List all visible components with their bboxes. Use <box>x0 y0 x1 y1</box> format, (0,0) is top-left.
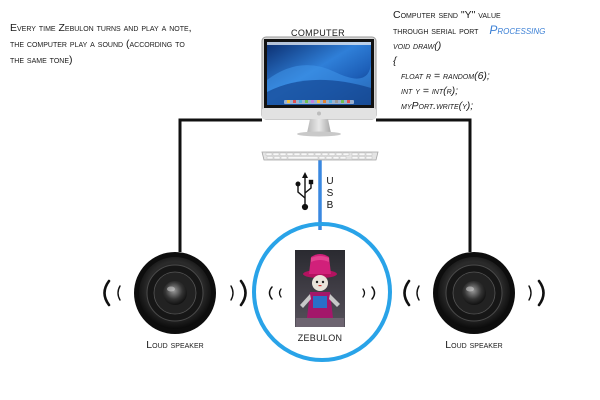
usb-icon <box>295 172 314 211</box>
right-speaker-icon <box>433 252 515 334</box>
left-speaker-sound-waves-icon <box>103 279 247 307</box>
computer-icon <box>261 36 377 137</box>
zebulon-ring <box>252 222 392 362</box>
code-line: void draw() <box>393 40 442 52</box>
zebulon-sound-waves-icon <box>268 286 376 300</box>
code-line: { <box>393 55 397 67</box>
svg-text:S: S <box>327 188 334 199</box>
caption-line: the computer play a sound (according to <box>10 38 185 50</box>
right-speaker-sound-waves-icon <box>403 279 545 307</box>
svg-text:U: U <box>326 176 333 187</box>
wire-right <box>376 118 472 252</box>
keyboard-icon <box>261 151 379 161</box>
code-line: int y = int(r); <box>401 85 459 97</box>
computer-label: COMPUTER <box>291 28 345 38</box>
caption-line: the same tone) <box>10 54 73 66</box>
caption-line: Every time Zebulon turns and play a note… <box>10 22 192 34</box>
zebulon-photo <box>295 250 345 327</box>
left-speaker-label: Loud speaker <box>146 339 204 351</box>
code-intro-line-2: through serial port Processing <box>393 23 598 39</box>
svg-text:B: B <box>327 200 334 211</box>
processing-language-label: Processing <box>489 23 546 37</box>
code-intro-text: through serial port <box>393 25 479 37</box>
zebulon-label: ZEBULON <box>297 333 343 343</box>
left-speaker-icon <box>134 252 216 334</box>
code-annotation: Computer send "Y" value through serial p… <box>393 8 598 114</box>
wire-left <box>178 118 262 252</box>
usb-label: U S B <box>326 176 333 211</box>
code-line: float r = random(6); <box>401 70 490 82</box>
code-intro-line-1: Computer send "Y" value <box>393 9 501 21</box>
explanation-caption: Every time Zebulon turns and play a note… <box>10 20 250 68</box>
code-line: myPort.write(y); <box>401 100 474 112</box>
right-speaker-label: Loud speaker <box>445 339 503 351</box>
